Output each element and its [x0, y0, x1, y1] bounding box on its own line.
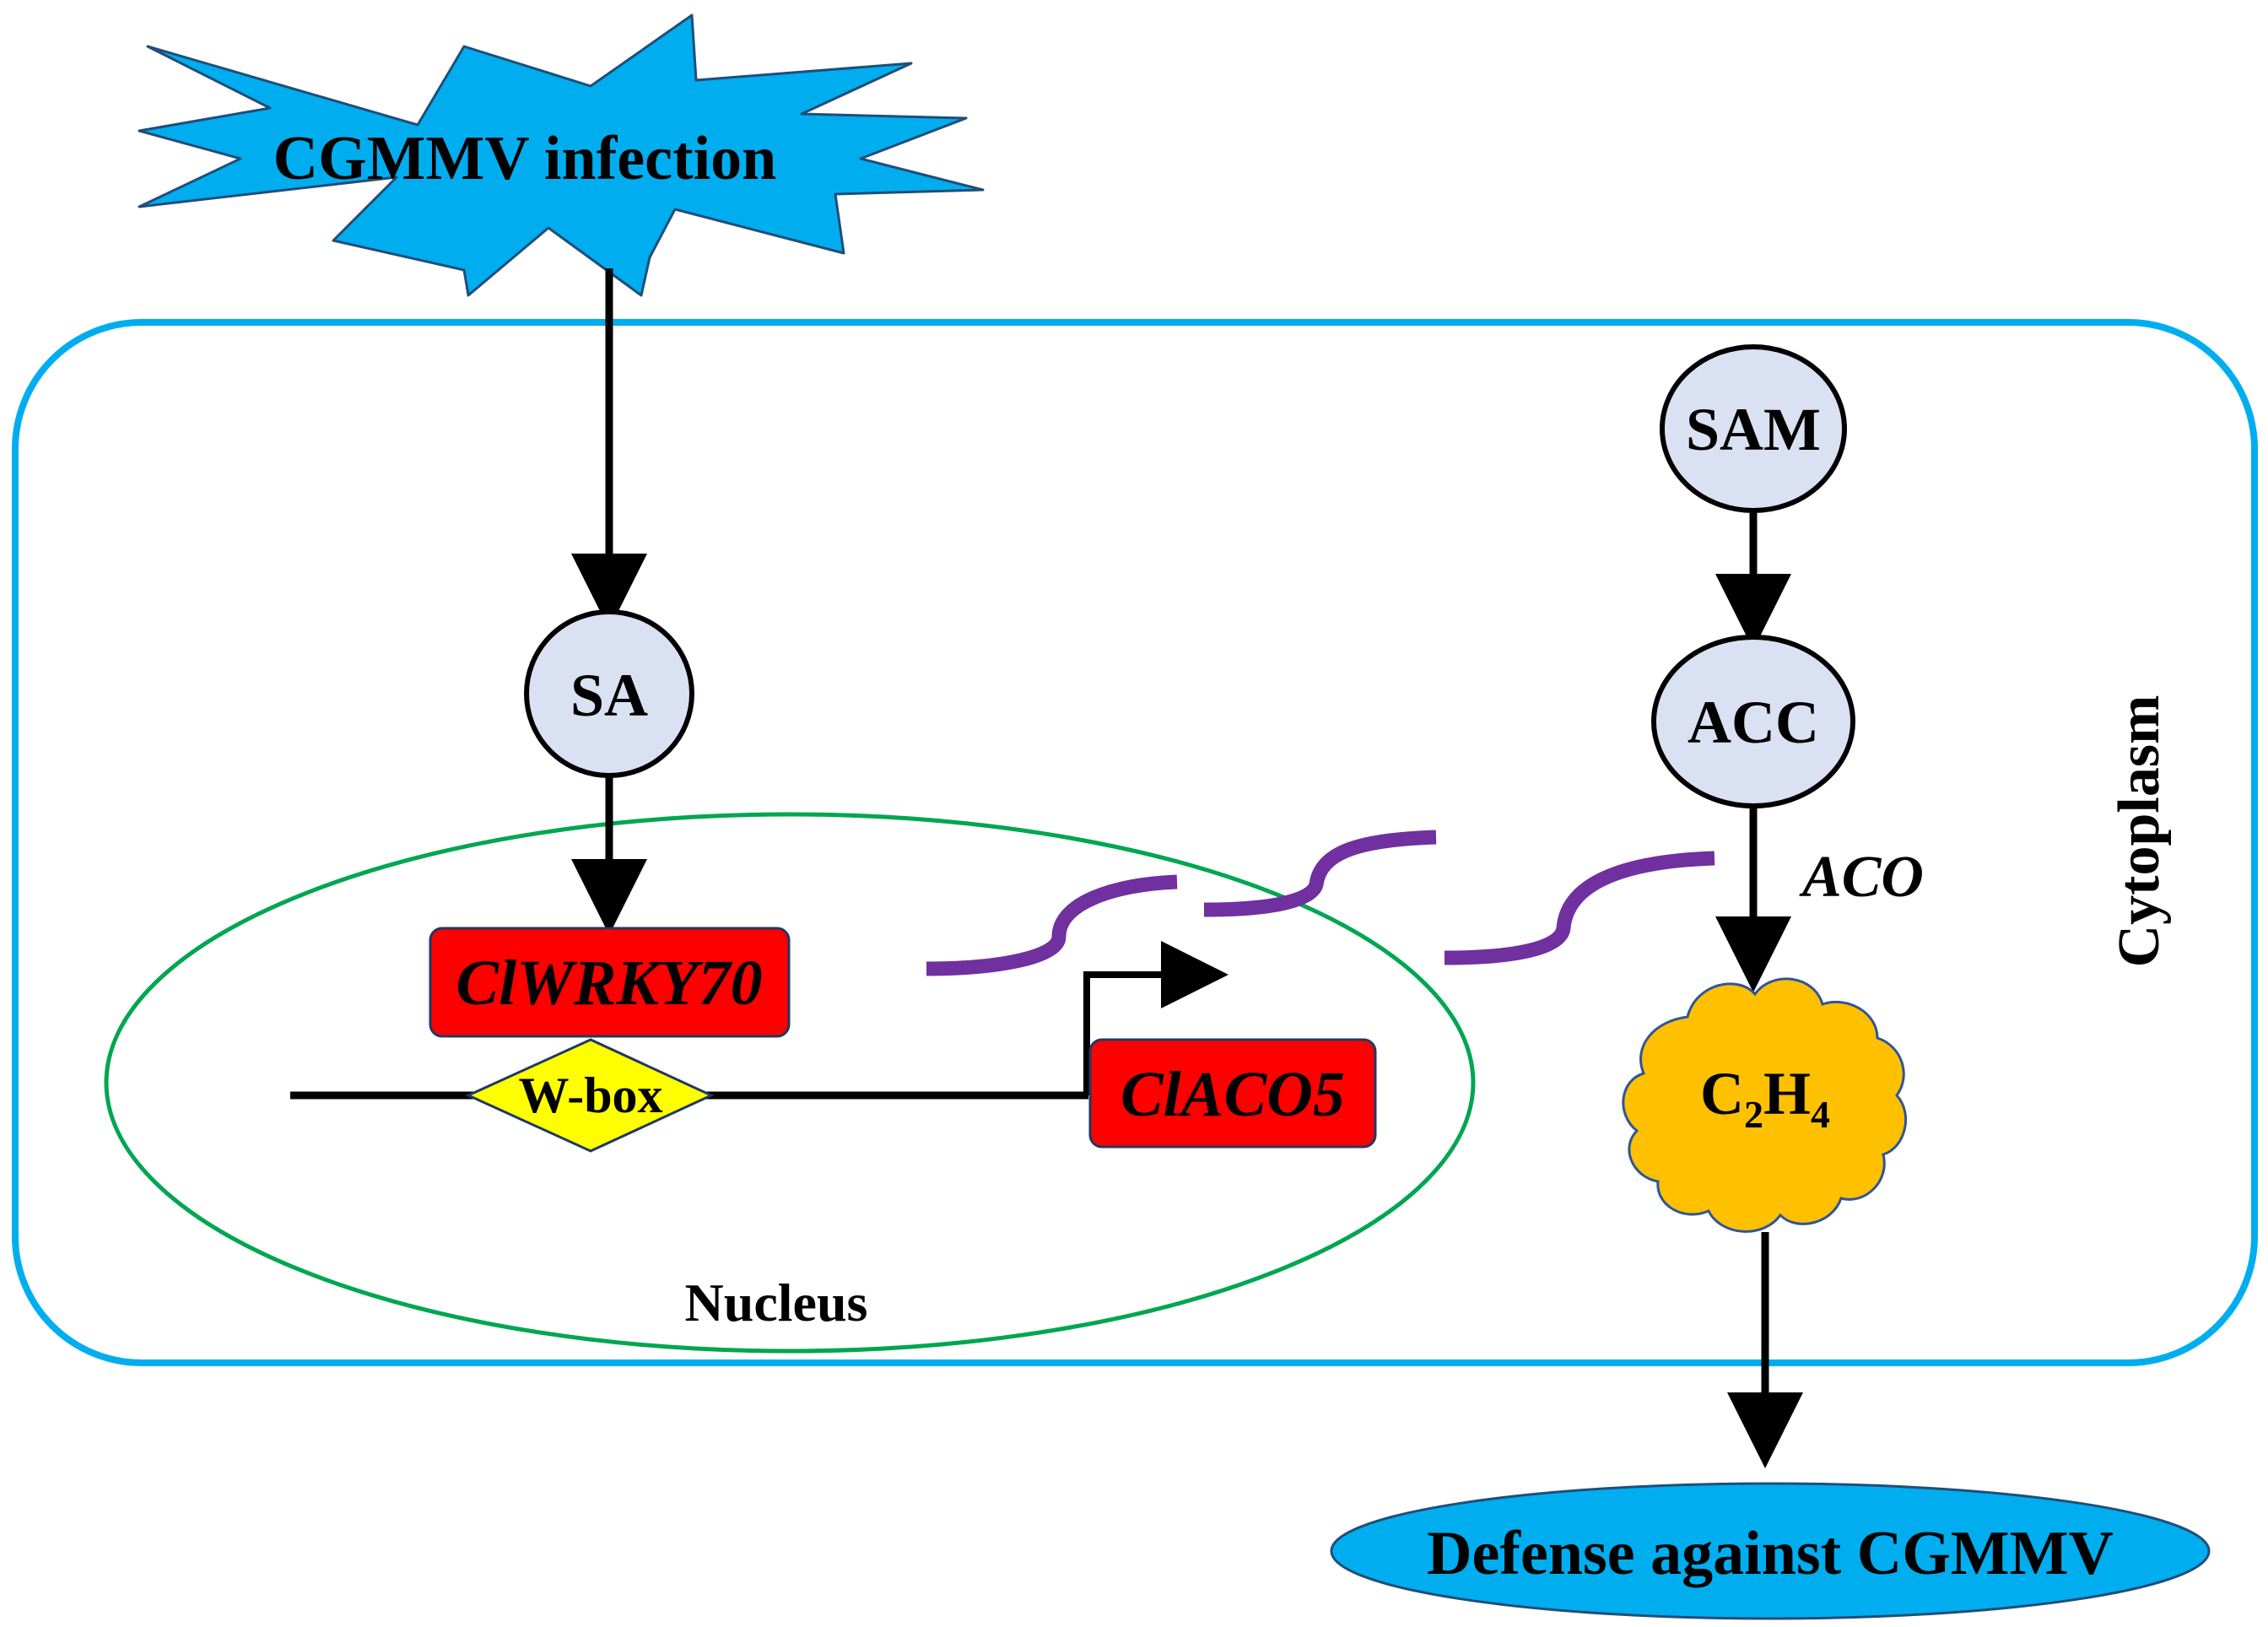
- ethylene-cloud: [1622, 977, 1907, 1233]
- transcription-start-arrow: [1083, 941, 1228, 1095]
- acc-label: ACC: [1688, 689, 1819, 756]
- nucleus-boundary: [104, 812, 1476, 1354]
- ethylene-label: C2H4: [1700, 1060, 1830, 1136]
- aco5-label: ClACO5: [1120, 1059, 1345, 1130]
- infection-label: CGMMV infection: [273, 124, 777, 193]
- cytoplasm-label: Cytoplasm: [2107, 695, 2172, 968]
- cell-boundary: [12, 319, 2258, 1366]
- defense-label: Defense against CGMMV: [1427, 1519, 2114, 1588]
- wrky70-label: ClWRKY70: [456, 948, 762, 1019]
- wbox-label: W-box: [518, 1068, 662, 1123]
- aco-enzyme-label: ACO: [1799, 845, 1924, 910]
- wrky70-gene-box: [429, 927, 791, 1038]
- wbox-diamond: [465, 1038, 715, 1153]
- aco5-gene-box: [1088, 1038, 1377, 1149]
- mrna-segment-1: [926, 874, 1178, 976]
- sa-label: SA: [570, 662, 648, 729]
- sam-label: SAM: [1686, 396, 1821, 463]
- nucleus-label: Nucleus: [685, 1273, 868, 1332]
- mrna-segment-3: [1444, 851, 1715, 965]
- infection-burst: [138, 14, 985, 297]
- mrna-segment-2: [1203, 830, 1437, 917]
- defense-outcome: [1330, 1482, 2211, 1620]
